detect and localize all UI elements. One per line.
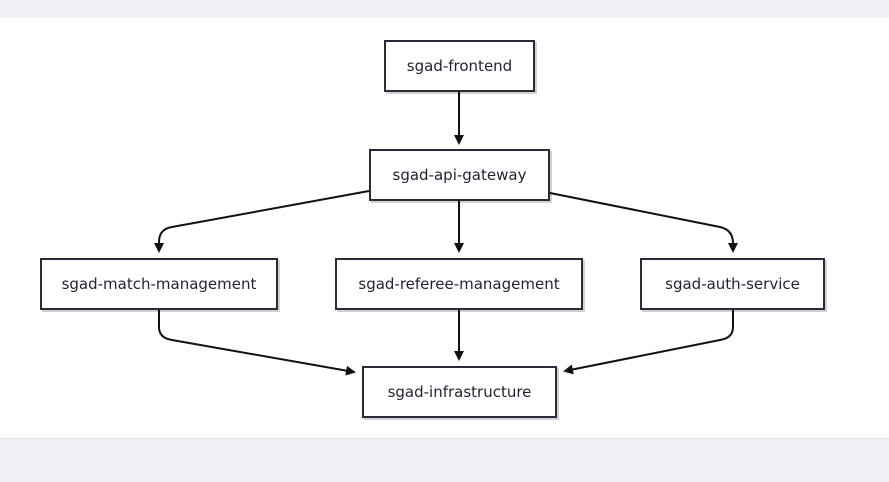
node-frontend-label: sgad-frontend	[406, 57, 513, 75]
node-auth-service[interactable]: sgad-auth-service	[640, 258, 825, 310]
node-frontend[interactable]: sgad-frontend	[384, 40, 535, 92]
node-infrastructure[interactable]: sgad-infrastructure	[362, 366, 557, 418]
node-auth-service-label: sgad-auth-service	[665, 275, 800, 293]
node-match-management[interactable]: sgad-match-management	[40, 258, 278, 310]
bottom-band	[0, 439, 889, 482]
edge-api-gateway-to-auth-service	[549, 192, 738, 253]
node-referee-management[interactable]: sgad-referee-management	[335, 258, 583, 310]
edge-match-management-to-infrastructure	[158, 310, 356, 376]
node-infrastructure-label: sgad-infrastructure	[387, 383, 532, 401]
node-api-gateway-label: sgad-api-gateway	[392, 166, 527, 184]
node-api-gateway[interactable]: sgad-api-gateway	[369, 149, 550, 201]
edge-auth-service-to-infrastructure	[563, 310, 734, 375]
node-match-management-label: sgad-match-management	[61, 275, 257, 293]
node-referee-management-label: sgad-referee-management	[358, 275, 560, 293]
edge-api-gateway-to-match-management	[154, 190, 370, 253]
top-band	[0, 0, 889, 18]
